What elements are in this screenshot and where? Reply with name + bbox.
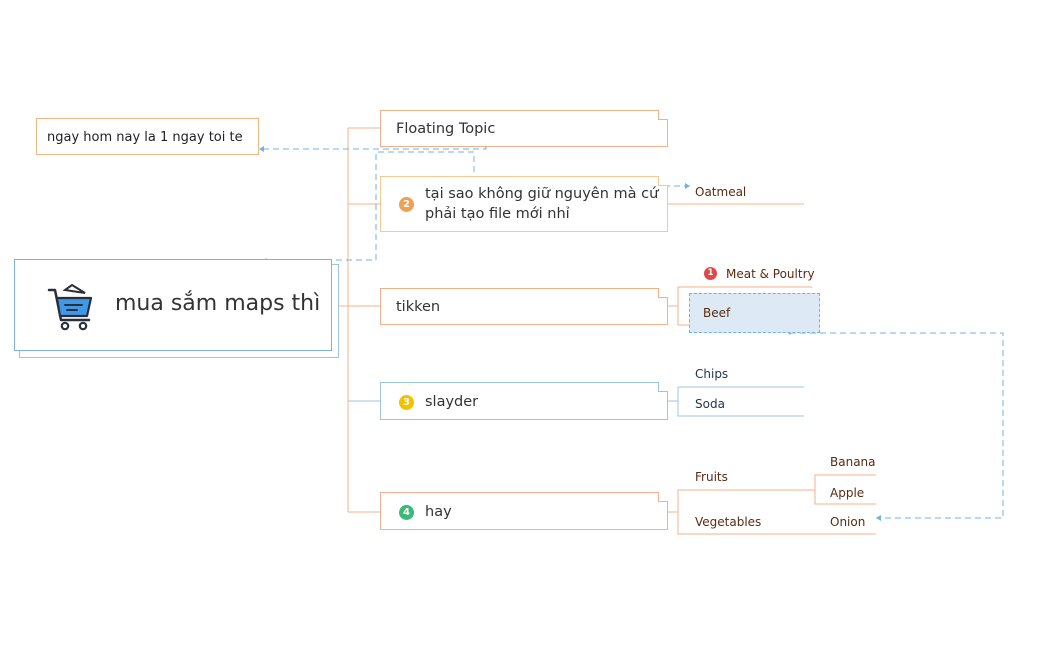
- priority-3-badge: 3: [399, 395, 414, 410]
- subtopic-chips[interactable]: Chips: [695, 367, 729, 381]
- topic-label: tikken: [396, 299, 441, 315]
- topic-label-line2: phải tạo file mới nhỉ: [425, 206, 570, 222]
- subtopic-vegetables[interactable]: Vegetables: [695, 515, 762, 529]
- fold-corner: [658, 382, 668, 392]
- topic-tai-sao[interactable]: 2 tại sao không giữ nguyên mà cứ phải tạ…: [380, 176, 668, 232]
- subtopic-oatmeal[interactable]: Oatmeal: [695, 185, 747, 199]
- fold-corner: [658, 492, 668, 502]
- topic-tikken[interactable]: tikken: [380, 288, 668, 325]
- topic-hay[interactable]: 4 hay: [380, 492, 668, 530]
- subtopic-beef-selected[interactable]: Beef: [689, 293, 820, 333]
- topic-slayder[interactable]: 3 slayder: [380, 382, 668, 420]
- priority-4-badge: 4: [399, 505, 414, 520]
- topic-label: hay: [425, 504, 452, 520]
- subtopic-onion[interactable]: Onion: [830, 515, 866, 529]
- subtopic-banana[interactable]: Banana: [830, 455, 876, 469]
- topic-label: Floating Topic: [396, 121, 496, 137]
- central-topic[interactable]: mua sắm maps thì: [14, 259, 332, 351]
- priority-2-badge: 2: [399, 197, 414, 212]
- floating-note-topic[interactable]: ngay hom nay la 1 ngay toi te: [36, 118, 259, 155]
- subtopic-beef-label: Beef: [703, 306, 731, 320]
- subtopic-fruits[interactable]: Fruits: [695, 470, 728, 484]
- fold-corner: [658, 288, 668, 298]
- floating-note-label: ngay hom nay la 1 ngay toi te: [47, 130, 243, 145]
- priority-1-badge: 1: [704, 267, 717, 280]
- fold-corner: [658, 110, 668, 120]
- central-topic-label: mua sắm maps thì: [115, 291, 321, 316]
- shopping-cart-icon: [47, 284, 93, 331]
- topic-label-line1: tại sao không giữ nguyên mà cứ: [425, 186, 659, 202]
- subtopic-soda[interactable]: Soda: [695, 397, 725, 411]
- subtopic-meat-poultry[interactable]: Meat & Poultry: [726, 267, 815, 281]
- subtopic-apple[interactable]: Apple: [830, 486, 865, 500]
- fold-corner: [658, 176, 668, 186]
- topic-label: slayder: [425, 394, 479, 410]
- topic-floating[interactable]: Floating Topic: [380, 110, 668, 147]
